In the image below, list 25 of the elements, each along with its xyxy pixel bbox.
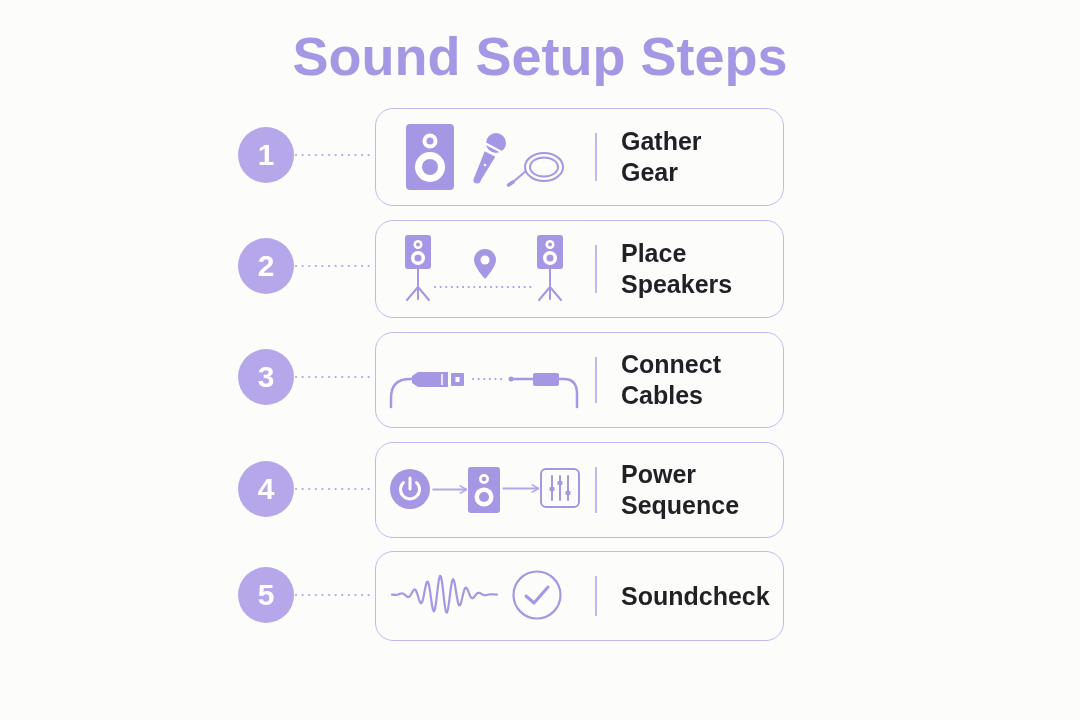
step-title: Power Sequence [621,459,741,521]
step-card [375,108,784,206]
step-number: 2 [257,251,275,281]
arrow [431,485,468,494]
step-circle [238,567,294,623]
step-number: 4 [257,474,275,504]
mixer-icon [540,468,580,508]
step-circle [238,349,294,405]
step-card [375,551,784,641]
speaker-icon [468,467,500,513]
step-card [375,442,784,538]
step-number: 1 [257,140,275,170]
step-number: 3 [257,362,275,392]
step-title: Soundcheck [621,580,771,612]
step-circle [238,238,294,294]
step-card [375,332,784,428]
step-card [375,220,784,318]
step-circle [238,461,294,517]
step-title: Gather Gear [621,126,703,188]
step-circle [238,127,294,183]
step-title: Place Speakers [621,238,734,300]
step-number: 5 [257,580,275,610]
arrow [501,484,540,493]
step-title: Connect Cables [621,349,722,411]
power-button-icon [390,469,430,509]
